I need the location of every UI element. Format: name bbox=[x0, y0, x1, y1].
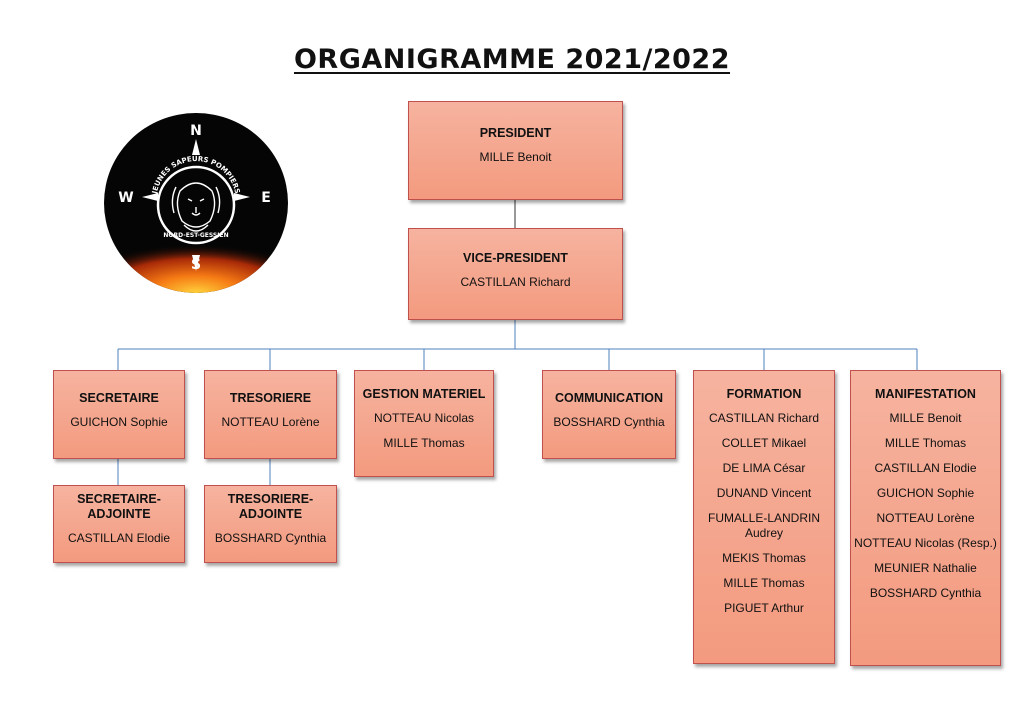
box-tresoriere: TRESORIERE NOTTEAU Lorène bbox=[204, 370, 337, 459]
member-name: MEUNIER Nathalie bbox=[874, 561, 977, 575]
member-name: FUMALLE-LANDRIN Audrey bbox=[707, 511, 821, 540]
member-name: BOSSHARD Cynthia bbox=[553, 415, 665, 429]
logo-ring-text: JEUNES SAPEURS POMPIERS bbox=[151, 155, 242, 195]
box-title: TRESORIERE bbox=[229, 391, 312, 405]
compass-south-label: S bbox=[191, 257, 201, 273]
member-name: NOTTEAU Nicolas (Resp.) bbox=[854, 536, 997, 550]
member-name: BOSSHARD Cynthia bbox=[214, 531, 327, 545]
member-name: GUICHON Sophie bbox=[876, 486, 975, 500]
member-name: MEKIS Thomas bbox=[722, 551, 806, 565]
box-title: MANIFESTATION bbox=[875, 387, 976, 401]
box-communication: COMMUNICATION BOSSHARD Cynthia bbox=[542, 370, 676, 459]
box-title: VICE-PRESIDENT bbox=[463, 251, 568, 265]
member-name: MILLE Thomas bbox=[383, 436, 465, 450]
member-name: MILLE Thomas bbox=[723, 576, 805, 590]
box-president: PRESIDENT MILLE Benoit bbox=[408, 101, 623, 200]
member-name: CASTILLAN Richard bbox=[460, 275, 571, 289]
member-name: MILLE Benoit bbox=[479, 150, 552, 164]
box-secretaire: SECRETAIRE GUICHON Sophie bbox=[53, 370, 185, 459]
compass-west-label: W bbox=[118, 190, 133, 206]
member-name: DE LIMA César bbox=[722, 461, 806, 475]
compass-north-label: N bbox=[190, 123, 202, 139]
box-vice-president: VICE-PRESIDENT CASTILLAN Richard bbox=[408, 228, 623, 320]
box-secretaire-adjointe: SECRETAIRE-ADJOINTE CASTILLAN Elodie bbox=[53, 485, 185, 563]
box-title: SECRETAIRE bbox=[79, 391, 159, 405]
member-name: NOTTEAU Lorène bbox=[221, 415, 320, 429]
box-title: SECRETAIRE-ADJOINTE bbox=[77, 492, 161, 521]
member-name: CASTILLAN Elodie bbox=[874, 461, 977, 475]
member-name: DUNAND Vincent bbox=[716, 486, 812, 500]
compass-east-label: E bbox=[261, 190, 271, 206]
box-title: COMMUNICATION bbox=[554, 391, 664, 405]
lion-head-icon bbox=[171, 182, 221, 232]
box-title: TRESORIERE-ADJOINTE bbox=[227, 492, 314, 521]
lion-emblem-ring bbox=[156, 165, 236, 245]
member-name: MILLE Thomas bbox=[884, 436, 967, 450]
box-title: GESTION MATERIEL bbox=[362, 387, 486, 401]
member-name: GUICHON Sophie bbox=[70, 415, 168, 429]
member-name: BOSSHARD Cynthia bbox=[869, 586, 982, 600]
logo-sub-text: NORD-EST-GESSIEN bbox=[163, 232, 228, 239]
page-title: ORGANIGRAMME 2021/2022 bbox=[293, 44, 731, 75]
box-title: PRESIDENT bbox=[479, 126, 552, 140]
member-name: NOTTEAU Lorène bbox=[876, 511, 975, 525]
member-name: CASTILLAN Elodie bbox=[67, 531, 171, 545]
member-name: NOTTEAU Nicolas bbox=[373, 411, 474, 425]
compass-arrows bbox=[142, 139, 250, 271]
jsp-logo: JEUNES SAPEURS POMPIERS NORD-EST-GESSIEN… bbox=[104, 113, 288, 293]
member-name: PIGUET Arthur bbox=[724, 601, 804, 615]
member-name: COLLET Mikael bbox=[721, 436, 807, 450]
box-title: FORMATION bbox=[726, 387, 802, 401]
member-name: CASTILLAN Richard bbox=[708, 411, 820, 425]
box-tresoriere-adjointe: TRESORIERE-ADJOINTE BOSSHARD Cynthia bbox=[204, 485, 337, 563]
member-name: MILLE Benoit bbox=[889, 411, 962, 425]
